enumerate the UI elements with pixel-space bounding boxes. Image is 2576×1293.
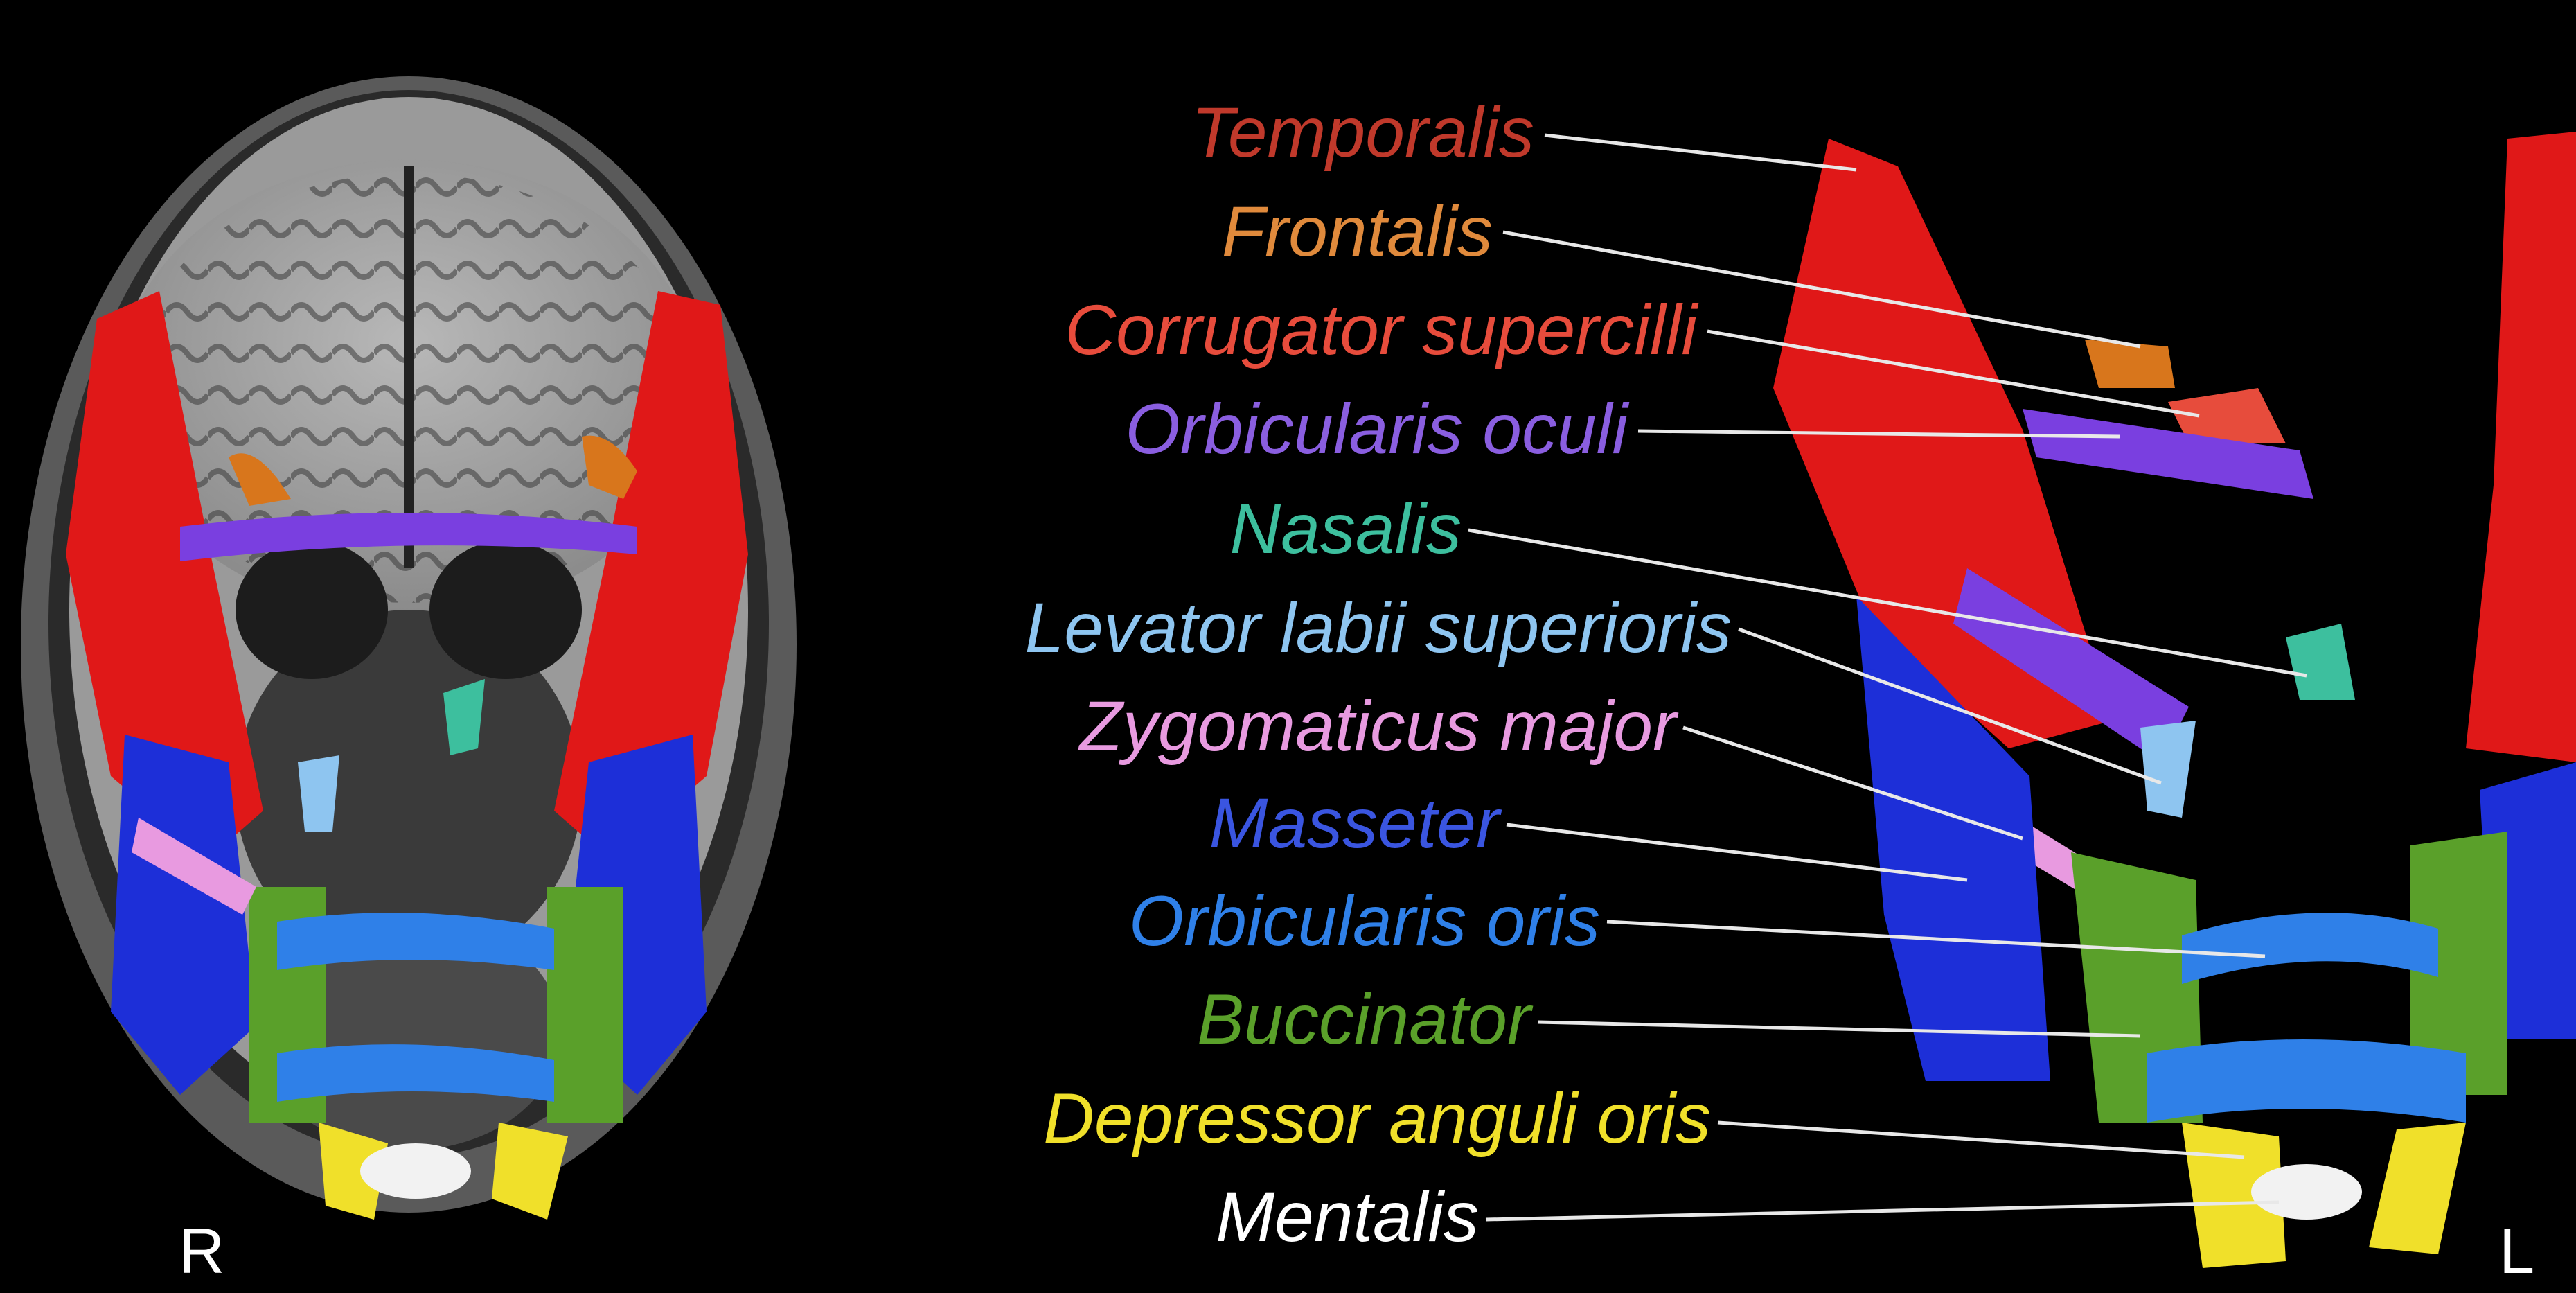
label-orbicularis-oris: Orbicularis oris [1129,886,1600,956]
label-depressor: Depressor anguli oris [1043,1083,1711,1154]
label-orbicularis-oculi: Orbicularis oculi [1125,394,1628,464]
orbit-right [236,540,388,679]
label-masseter: Masseter [1209,788,1500,859]
label-temporalis: Temporalis [1191,97,1534,168]
leader-depressor [1718,1123,2244,1157]
mentalis-3d [2251,1164,2362,1220]
leader-temporalis [1545,135,1856,170]
mri-coronal-slice [21,76,797,1220]
right-side-marker: R [179,1220,224,1283]
nasalis-3d [2286,624,2355,700]
temporalis-3d-far [2466,132,2576,762]
levator-overlay [298,755,339,832]
orbit-left [429,540,582,679]
label-corrugator: Corrugator supercilli [1065,294,1697,365]
label-frontalis: Frontalis [1222,196,1493,267]
leader-mentalis [1486,1202,2279,1220]
label-levator: Levator labii superioris [1025,592,1732,663]
frontalis-3d [2085,340,2175,388]
label-mentalis: Mentalis [1216,1181,1479,1252]
buccinator-left-overlay [547,887,623,1123]
label-buccinator: Buccinator [1197,984,1531,1055]
left-side-marker: L [2499,1220,2534,1283]
leader-buccinator [1538,1022,2140,1036]
orbicularis-oris-3d [2182,913,2438,984]
label-nasalis: Nasalis [1230,493,1462,564]
depressor-overlay-2 [492,1123,568,1220]
label-zygomaticus: Zygomaticus major [1079,691,1676,762]
mentalis-overlay [360,1143,471,1199]
levator-3d [2140,721,2196,818]
orbicularis-oris-3d-lower [2147,1039,2466,1123]
depressor-3d-far [2369,1123,2466,1254]
